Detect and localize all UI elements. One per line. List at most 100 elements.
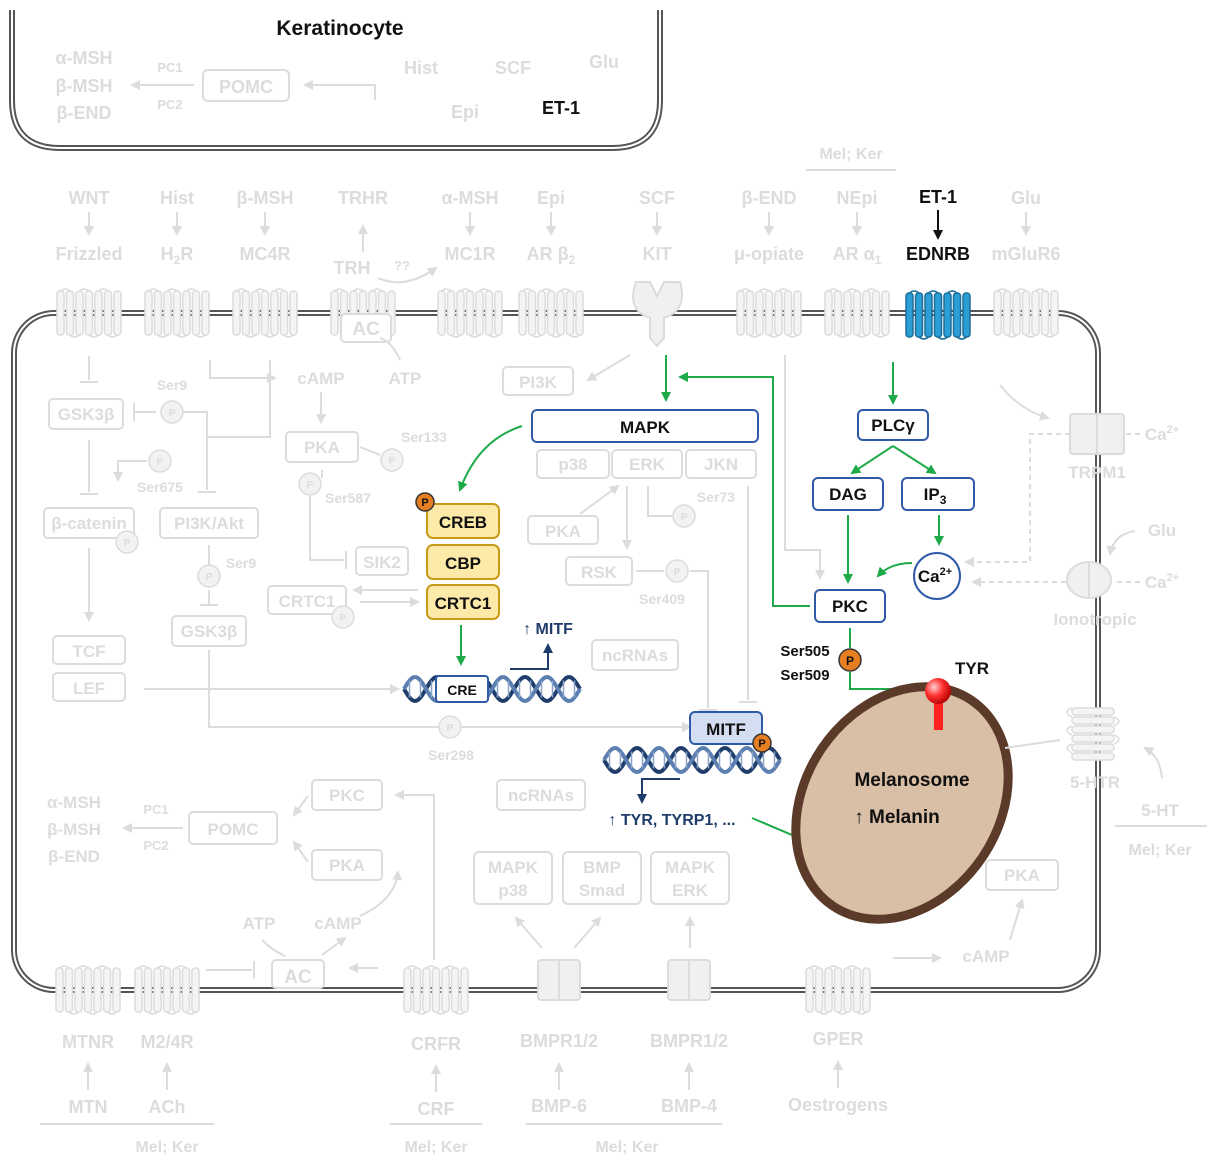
ser505: Ser505 xyxy=(780,643,829,660)
creb-label: CREB xyxy=(439,513,487,532)
receptor-icon-top-2 xyxy=(233,289,297,337)
keratinocyte-title: Keratinocyte xyxy=(276,17,403,40)
melker-bottom-2: Mel; Ker xyxy=(404,1139,467,1156)
bottom-receptors: MTNR M2/4R CRFR BMPR1/2 BMPR1/2 GPER MTN… xyxy=(40,1029,888,1156)
mapk-block: MAPK p38 ERK JKN PKA RSK Ser73 Ser409 nc… xyxy=(528,355,820,710)
receptor-icon-top-8 xyxy=(994,289,1058,337)
amsh-bottom: α-MSH xyxy=(47,793,101,812)
lig-amsh: α-MSH xyxy=(441,188,498,208)
svg-text:P: P xyxy=(447,723,454,734)
top-receptors: Frizzled H2R MC4R TRH ?? MC1R AR β2 KIT … xyxy=(55,244,1060,282)
gper: GPER xyxy=(812,1029,863,1049)
bmp6: BMP-6 xyxy=(531,1096,587,1116)
ker-et1: ET-1 xyxy=(542,98,580,118)
rec-ednrb: EDNRB xyxy=(906,244,970,264)
ker-glu: Glu xyxy=(589,52,619,72)
melanin-label: ↑ Melanin xyxy=(854,807,940,828)
dna-cre xyxy=(404,677,580,701)
rec-ara1: AR α1 xyxy=(833,244,882,267)
dna-mitf xyxy=(604,748,780,772)
creb-phospho-label: P xyxy=(421,497,428,509)
ser133: Ser133 xyxy=(401,429,447,445)
mitf-label: MITF xyxy=(706,720,746,739)
svg-text:P: P xyxy=(124,538,131,549)
rec-mc4r: MC4R xyxy=(239,244,290,264)
mapk-erk: ERK xyxy=(629,455,666,474)
ker-epi: Epi xyxy=(451,102,479,122)
ncrnas-bottom: ncRNAs xyxy=(508,786,574,805)
melker-right: Mel; Ker xyxy=(1128,842,1191,859)
mapk-p38-bottom-1: MAPK xyxy=(488,858,539,877)
faded-phospho-5: P xyxy=(381,449,403,471)
pkc-label: PKC xyxy=(832,597,868,616)
faded-phospho-7: P xyxy=(439,716,461,738)
ker-hist: Hist xyxy=(404,58,438,78)
faded-phospho-6: P xyxy=(332,606,354,628)
svg-text:P: P xyxy=(169,408,176,419)
faded-phospho-1: P xyxy=(149,450,171,472)
svg-text:P: P xyxy=(307,480,314,491)
lig-trhr: TRHR xyxy=(338,188,388,208)
ker-scf: SCF xyxy=(495,58,531,78)
camp-top: cAMP xyxy=(297,369,344,388)
rsk: RSK xyxy=(581,563,618,582)
receptor-icon-top-5 xyxy=(519,289,583,337)
bmp4: BMP-4 xyxy=(661,1096,717,1116)
melker-bottom-3: Mel; Ker xyxy=(595,1139,658,1156)
rec-kit: KIT xyxy=(643,244,672,264)
bmpr-2: BMPR1/2 xyxy=(650,1031,728,1051)
mapk-p38-bottom-2: p38 xyxy=(498,881,527,900)
lig-hist: Hist xyxy=(160,188,194,208)
camp-bottom: cAMP xyxy=(314,914,361,933)
pka-right: PKA xyxy=(1004,866,1040,885)
ker-amsh: α-MSH xyxy=(55,48,112,68)
rec-mc1r: MC1R xyxy=(444,244,495,264)
melanosome xyxy=(752,646,1052,960)
ser509: Ser509 xyxy=(780,667,829,684)
lig-melker: Mel; Ker xyxy=(819,146,882,163)
lig-bend: β-END xyxy=(742,188,797,208)
ser587: Ser587 xyxy=(325,490,371,506)
ac-bottom: AC xyxy=(284,967,312,988)
melanosome-label: Melanosome xyxy=(854,770,969,791)
ac-top: AC xyxy=(352,319,380,340)
svg-text:P: P xyxy=(389,456,396,467)
rec-frizzled: Frizzled xyxy=(55,244,122,264)
rec-h2r: H2R xyxy=(161,244,194,267)
rec-mu-opiate: μ-opiate xyxy=(734,244,804,264)
pi3k-akt: PI3K/Akt xyxy=(174,514,244,533)
mitf-phospho-label: P xyxy=(758,738,765,750)
bend-bottom: β-END xyxy=(48,847,100,866)
ca-right-top: Ca2+ xyxy=(1145,424,1179,444)
lig-wnt: WNT xyxy=(69,188,110,208)
lig-nepi: NEpi xyxy=(836,188,877,208)
gsk3b-top: GSK3β xyxy=(58,405,115,424)
ach: ACh xyxy=(149,1097,186,1117)
svg-text:P: P xyxy=(674,567,681,578)
svg-text:P: P xyxy=(340,613,347,624)
crtc1-faded: CRTC1 xyxy=(279,592,336,611)
ser9-top: Ser9 xyxy=(157,377,188,393)
ionotropic: Ionotropic xyxy=(1053,610,1136,629)
plcg-label: PLCγ xyxy=(871,416,915,435)
trpm1: TRPM1 xyxy=(1068,463,1126,482)
mapk-pka: PKA xyxy=(545,522,581,541)
ser73: Ser73 xyxy=(697,489,735,505)
receptor-icon-top-1 xyxy=(145,289,209,337)
receptor-icon-top-6 xyxy=(737,289,801,337)
faded-phospho-8: P xyxy=(673,505,695,527)
pc2-bottom: PC2 xyxy=(143,838,168,853)
ht: 5-HT xyxy=(1141,801,1179,820)
svg-text:P: P xyxy=(681,512,688,523)
receptor-icon-bottom-0 xyxy=(56,966,120,1014)
sik2: SIK2 xyxy=(363,553,401,572)
faded-phospho-4: P xyxy=(299,473,321,495)
bmp-smad-2: Smad xyxy=(579,881,625,900)
mapk-erk-bottom-1: MAPK xyxy=(665,858,716,877)
rec-qq: ?? xyxy=(394,258,410,273)
crf: CRF xyxy=(418,1099,455,1119)
atp-top: ATP xyxy=(389,369,422,388)
m24r: M2/4R xyxy=(140,1032,193,1052)
tyr-label: TYR xyxy=(955,659,989,678)
